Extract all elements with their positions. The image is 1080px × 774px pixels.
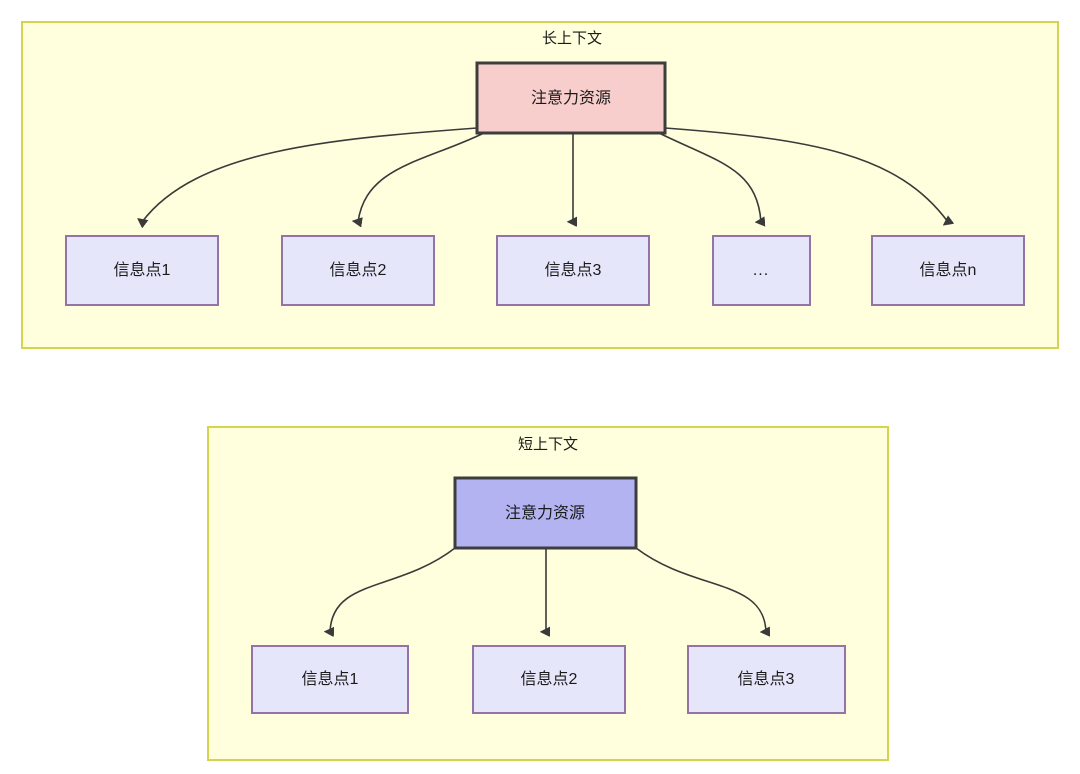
edge-root-to-info-point-2 bbox=[358, 132, 485, 222]
edge-root-to-short-info-point-3 bbox=[635, 547, 766, 632]
node-info-point-1-label: 信息点1 bbox=[114, 261, 171, 279]
node-short-info-point-3-rect[interactable] bbox=[687, 645, 846, 714]
node-attention-resource-short-rect[interactable] bbox=[453, 476, 638, 550]
node-info-point-2-label: 信息点2 bbox=[330, 261, 387, 279]
node-info-point-3[interactable]: 信息点3 bbox=[496, 235, 650, 306]
panel-long-context-title: 长上下文 bbox=[542, 30, 602, 47]
node-info-point-n[interactable]: 信息点n bbox=[871, 235, 1025, 306]
node-info-point-1[interactable]: 信息点1 bbox=[65, 235, 219, 306]
edges-short-context bbox=[330, 547, 766, 632]
node-short-info-point-1[interactable]: 信息点1 bbox=[251, 645, 409, 714]
node-short-info-point-1-label: 信息点1 bbox=[302, 670, 359, 688]
panel-short-context: 短上下文 注意力资源 信息点1 信息点2 bbox=[207, 426, 889, 761]
edge-root-to-info-point-n bbox=[664, 127, 948, 222]
node-short-info-point-2-rect[interactable] bbox=[472, 645, 626, 714]
edges-long-context bbox=[142, 127, 948, 222]
node-info-point-3-rect[interactable] bbox=[496, 235, 650, 306]
edge-root-to-info-point-1 bbox=[142, 127, 478, 222]
node-info-point-ellipsis[interactable]: ... bbox=[712, 235, 811, 306]
edge-root-to-info-point-ellipsis bbox=[658, 132, 761, 222]
edge-root-to-short-info-point-1 bbox=[330, 547, 456, 632]
node-short-info-point-2-label: 信息点2 bbox=[521, 670, 578, 688]
node-info-point-ellipsis-label: ... bbox=[753, 262, 769, 279]
node-attention-resource-long-label: 注意力资源 bbox=[531, 88, 611, 107]
node-short-info-point-3-label: 信息点3 bbox=[738, 670, 795, 688]
node-info-point-n-rect[interactable] bbox=[871, 235, 1025, 306]
node-info-point-3-label: 信息点3 bbox=[545, 261, 602, 279]
node-short-info-point-1-rect[interactable] bbox=[251, 645, 409, 714]
node-attention-resource-long-rect[interactable] bbox=[475, 61, 667, 135]
panel-short-context-title: 短上下文 bbox=[518, 436, 578, 453]
node-info-point-n-label: 信息点n bbox=[920, 261, 977, 279]
node-info-point-2-rect[interactable] bbox=[281, 235, 435, 306]
node-info-point-2[interactable]: 信息点2 bbox=[281, 235, 435, 306]
node-short-info-point-2[interactable]: 信息点2 bbox=[472, 645, 626, 714]
panel-long-context: 长上下文 注意力资源 信息点1 信息点2 bbox=[21, 21, 1059, 349]
node-short-info-point-3[interactable]: 信息点3 bbox=[687, 645, 846, 714]
node-attention-resource-short[interactable]: 注意力资源 bbox=[453, 476, 638, 550]
node-info-point-ellipsis-rect[interactable] bbox=[712, 235, 811, 306]
node-info-point-1-rect[interactable] bbox=[65, 235, 219, 306]
node-attention-resource-long[interactable]: 注意力资源 bbox=[475, 61, 667, 135]
node-attention-resource-short-label: 注意力资源 bbox=[505, 503, 585, 522]
